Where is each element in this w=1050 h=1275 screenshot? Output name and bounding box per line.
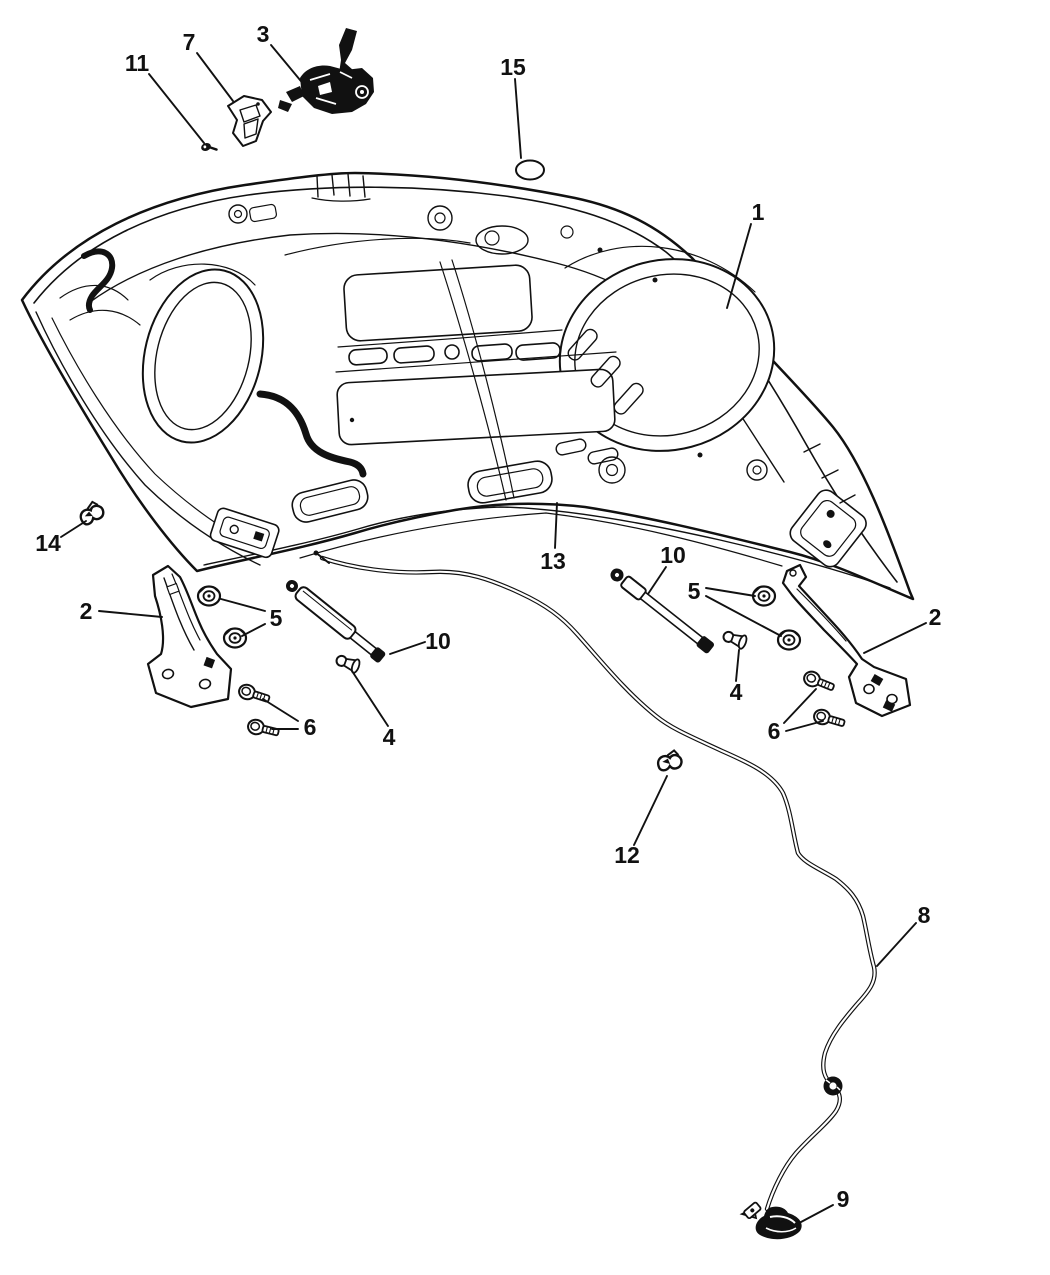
callout-leader-6 bbox=[785, 720, 824, 732]
hood-right-corner-bracket bbox=[789, 489, 867, 568]
hood-latch bbox=[278, 28, 374, 114]
callout-leader-15 bbox=[514, 78, 522, 159]
hinge-bolt bbox=[811, 706, 848, 732]
hood-hem-front-left bbox=[35, 311, 261, 566]
callout-label-6[interactable]: 6 bbox=[768, 718, 781, 744]
callout-leader-1 bbox=[726, 223, 752, 309]
hood-panel bbox=[20, 171, 915, 601]
cable-clip bbox=[77, 499, 107, 527]
hood-hinge-left bbox=[146, 564, 233, 709]
callout-leader-5 bbox=[705, 595, 782, 637]
hood-prop-hook bbox=[81, 248, 116, 313]
hood-vent-slot-row bbox=[348, 342, 561, 366]
callout-label-5[interactable]: 5 bbox=[270, 605, 283, 631]
callout-leader-9 bbox=[800, 1204, 834, 1223]
callout-leader-12 bbox=[633, 775, 668, 846]
callout-label-1[interactable]: 1 bbox=[752, 199, 765, 225]
hood-inner-details bbox=[59, 203, 856, 504]
callout-leader-6 bbox=[262, 698, 299, 722]
callout-leader-3 bbox=[270, 44, 311, 93]
latch-screw bbox=[201, 143, 218, 151]
washer-hose bbox=[256, 390, 367, 478]
hood-prop-strut-right bbox=[610, 568, 714, 654]
callout-leader-4 bbox=[351, 670, 389, 727]
callout-label-8[interactable]: 8 bbox=[918, 902, 931, 928]
hood-hem-rear bbox=[203, 506, 891, 589]
hinge-nut bbox=[776, 629, 802, 651]
callout-label-2[interactable]: 2 bbox=[80, 598, 93, 624]
hinge-nut bbox=[222, 627, 248, 649]
callout-label-11[interactable]: 11 bbox=[125, 50, 150, 76]
callout-leader-8 bbox=[876, 922, 917, 967]
callout-label-6[interactable]: 6 bbox=[304, 714, 317, 740]
hood-center-upper-panel bbox=[343, 264, 533, 342]
callout-leader-5 bbox=[220, 598, 266, 612]
callout-leader-6 bbox=[783, 688, 817, 724]
callout-label-3[interactable]: 3 bbox=[257, 21, 270, 47]
callout-leader-10 bbox=[389, 641, 426, 655]
hood-left-oval-cutout bbox=[141, 268, 265, 444]
callout-label-4[interactable]: 4 bbox=[730, 679, 743, 705]
callout-label-9[interactable]: 9 bbox=[837, 1186, 850, 1212]
hood-safety-catch bbox=[227, 95, 272, 147]
callout-label-10[interactable]: 10 bbox=[425, 628, 451, 654]
hinge-nut bbox=[751, 585, 777, 607]
hood-prop-strut-left bbox=[286, 580, 386, 663]
hood-release-cable bbox=[313, 550, 877, 1212]
callout-leader-2 bbox=[98, 610, 163, 618]
hinge-nut bbox=[196, 585, 222, 607]
hood-release-handle bbox=[739, 1201, 802, 1240]
hood-latch-pocket bbox=[311, 173, 371, 202]
callout-leader-11 bbox=[148, 73, 205, 144]
callout-label-4[interactable]: 4 bbox=[383, 724, 396, 750]
callout-label-15[interactable]: 15 bbox=[500, 54, 526, 80]
callout-leader-5 bbox=[705, 587, 756, 597]
callout-label-14[interactable]: 14 bbox=[35, 530, 61, 556]
hood-lower-slots bbox=[291, 438, 619, 523]
callout-label-5[interactable]: 5 bbox=[688, 578, 701, 604]
callout-leader-2 bbox=[863, 622, 927, 654]
callout-leader-10 bbox=[647, 566, 667, 595]
hinge-bolt bbox=[236, 681, 273, 707]
hood-diagonal-slots bbox=[567, 328, 644, 415]
cable-clip bbox=[655, 747, 685, 774]
callout-label-13[interactable]: 13 bbox=[540, 548, 566, 574]
callout-label-7[interactable]: 7 bbox=[183, 29, 196, 55]
callout-leader-4 bbox=[735, 649, 740, 682]
strut-ball-stud bbox=[720, 627, 750, 651]
strut-ball-stud bbox=[333, 651, 363, 675]
callout-label-10[interactable]: 10 bbox=[660, 542, 686, 568]
callout-leader-5 bbox=[241, 623, 266, 637]
cable-grommet bbox=[823, 1076, 843, 1096]
hood-hinge-right bbox=[781, 563, 912, 718]
callout-leader-7 bbox=[196, 52, 234, 102]
callout-leader-13 bbox=[554, 502, 558, 549]
callout-label-2[interactable]: 2 bbox=[929, 604, 942, 630]
callout-leader-14 bbox=[60, 520, 87, 538]
callout-label-12[interactable]: 12 bbox=[614, 842, 640, 868]
hood-hem-top bbox=[33, 186, 898, 583]
hinge-bolt bbox=[800, 668, 838, 696]
hood-plug bbox=[515, 159, 545, 181]
hood-left-corner-bracket bbox=[209, 507, 280, 559]
